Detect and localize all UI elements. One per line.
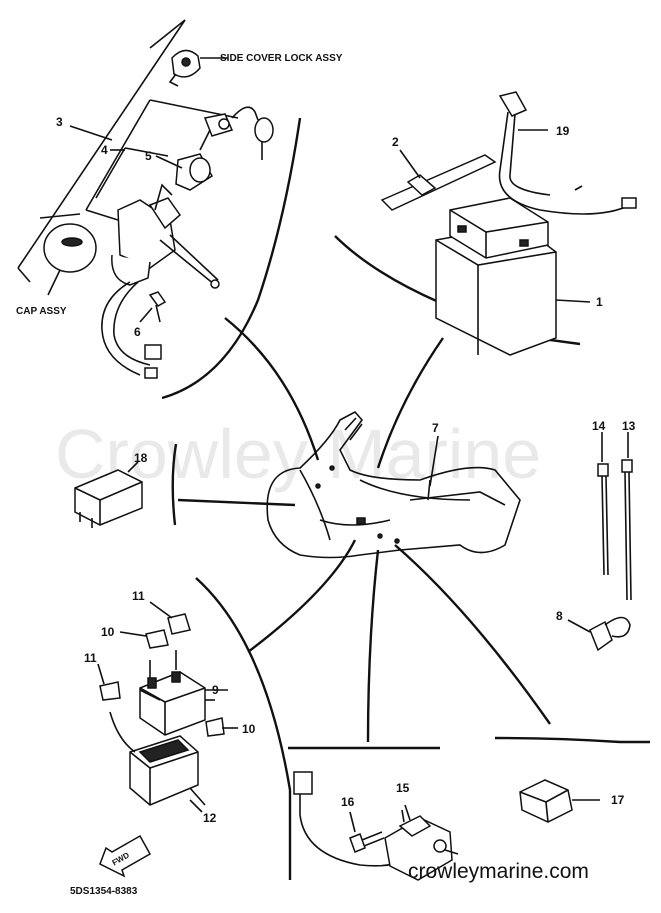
website-url: crowleymarine.com [408,860,589,883]
cable-tie-13 [621,432,633,601]
callout-2: 2 [392,135,399,149]
fuse-box [139,650,215,736]
fuse-11-left [99,681,121,701]
callout-6: 6 [134,325,141,339]
fuse-cover [109,711,206,806]
fwd-arrow [99,834,152,878]
callout-16: 16 [341,795,355,809]
cap-assy-label: CAP ASSY [16,306,67,317]
callout-numbers: 1 2 3 4 5 6 7 8 9 10 10 11 11 12 13 14 1… [56,115,636,825]
callout-15: 15 [396,781,410,795]
battery [435,197,591,356]
cap-assy [43,223,97,296]
fuse-10-left [145,629,169,649]
callout-14: 14 [592,419,606,433]
callout-17: 17 [611,793,625,807]
battery-lead [498,91,637,215]
bolt-16 [349,811,385,853]
main-switch [101,183,220,379]
callout-9: 9 [212,683,219,697]
leader-lines [69,125,439,823]
fuse-11-top [167,613,191,635]
callout-4: 4 [101,143,108,157]
callout-5: 5 [145,149,152,163]
connector-lines [177,317,551,743]
relay-17 [519,779,600,823]
relay-18 [74,461,143,528]
callout-10a: 10 [101,625,115,639]
fuse-10-right [205,717,225,737]
callout-1: 1 [596,295,603,309]
callout-13: 13 [622,419,636,433]
side-cover-lock-label: SIDE COVER LOCK ASSY [220,53,343,64]
battery-band [380,149,497,211]
callout-18: 18 [134,451,148,465]
cable-tie-14 [597,432,609,576]
callout-3: 3 [56,115,63,129]
clip-8 [567,616,631,652]
side-cover-lock [168,49,228,87]
part-code: 5DS1354-8383 [70,886,138,897]
ignition-keys [199,106,274,160]
callout-10b: 10 [242,722,256,736]
callout-12: 12 [203,811,217,825]
lock-cylinder [175,153,213,191]
callout-7: 7 [432,421,439,435]
screw-6 [148,291,167,323]
callout-8: 8 [556,609,563,623]
fuse-leaders [97,601,238,729]
callout-11b: 11 [84,651,97,665]
callout-11a: 11 [132,589,145,603]
callout-19: 19 [556,124,570,138]
starter-relay [293,771,459,881]
